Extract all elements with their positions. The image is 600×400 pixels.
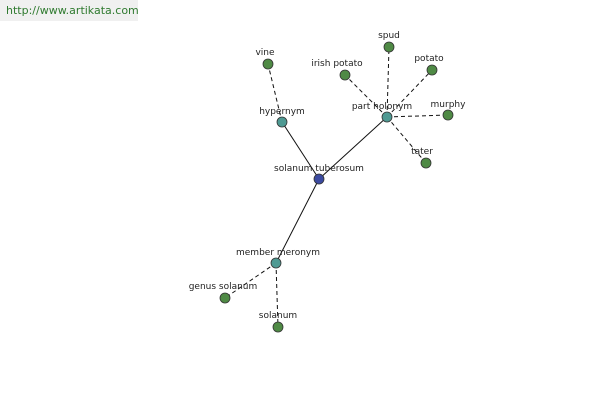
node-center[interactable]: solanum tuberosum	[274, 164, 364, 185]
node-dot-potato[interactable]	[426, 64, 438, 76]
node-tater[interactable]: tater	[411, 147, 433, 169]
node-hypernym[interactable]: hypernym	[259, 107, 305, 128]
node-dot-genus-solanum[interactable]	[219, 292, 231, 304]
node-spud[interactable]: spud	[378, 31, 400, 53]
node-potato[interactable]: potato	[414, 54, 444, 76]
node-dot-spud[interactable]	[383, 41, 395, 53]
node-irish-potato[interactable]: irish potato	[311, 59, 363, 81]
node-murphy[interactable]: murphy	[431, 100, 467, 121]
edge-hypernym-to-vine	[267, 63, 283, 123]
node-dot-center[interactable]	[313, 173, 325, 185]
node-part-holonym[interactable]: part holonym	[352, 102, 412, 123]
site-url-link[interactable]: http://www.artikata.com	[6, 4, 139, 17]
node-label-irish-potato: irish potato	[311, 59, 363, 69]
node-label-spud: spud	[378, 31, 400, 41]
graph-nodes: solanum tuberosum hypernym part holonym mem…	[189, 31, 467, 333]
node-label-murphy: murphy	[431, 100, 467, 110]
edge-part-holonym-to-potato	[386, 69, 433, 118]
edge-center-to-part-holonym	[318, 116, 388, 180]
node-genus-solanum[interactable]: genus solanum	[189, 282, 258, 304]
graph-edges	[224, 46, 449, 328]
node-dot-solanum[interactable]	[272, 321, 284, 333]
node-dot-part-holonym[interactable]	[381, 111, 393, 123]
node-label-member-meronym: member meronym	[236, 248, 320, 258]
node-dot-tater[interactable]	[420, 157, 432, 169]
node-label-vine: vine	[255, 48, 275, 58]
node-label-genus-solanum: genus solanum	[189, 282, 258, 292]
edge-member-meronym-to-genus-solanum	[224, 262, 277, 299]
node-dot-hypernym[interactable]	[276, 116, 288, 128]
node-dot-vine[interactable]	[262, 58, 274, 70]
node-label-solanum: solanum	[259, 311, 297, 321]
edge-part-holonym-to-irish-potato	[344, 74, 388, 118]
edge-center-to-hypernym	[281, 121, 320, 180]
node-dot-irish-potato[interactable]	[339, 69, 351, 81]
edge-center-to-member-meronym	[275, 178, 320, 264]
node-label-part-holonym: part holonym	[352, 102, 412, 112]
node-dot-member-meronym[interactable]	[270, 257, 282, 269]
node-label-center: solanum tuberosum	[274, 164, 364, 174]
node-member-meronym[interactable]: member meronym	[236, 248, 320, 269]
node-vine[interactable]: vine	[255, 48, 275, 70]
edge-part-holonym-to-spud	[386, 46, 390, 118]
node-solanum[interactable]: solanum	[259, 311, 297, 333]
node-label-hypernym: hypernym	[259, 107, 305, 117]
edge-member-meronym-to-solanum	[275, 262, 279, 328]
url-bar: http://www.artikata.com	[0, 0, 139, 21]
edge-part-holonym-to-murphy	[386, 114, 449, 118]
node-label-potato: potato	[414, 54, 444, 64]
node-label-tater: tater	[411, 147, 433, 157]
node-dot-murphy[interactable]	[442, 109, 454, 121]
edge-part-holonym-to-tater	[386, 116, 427, 164]
